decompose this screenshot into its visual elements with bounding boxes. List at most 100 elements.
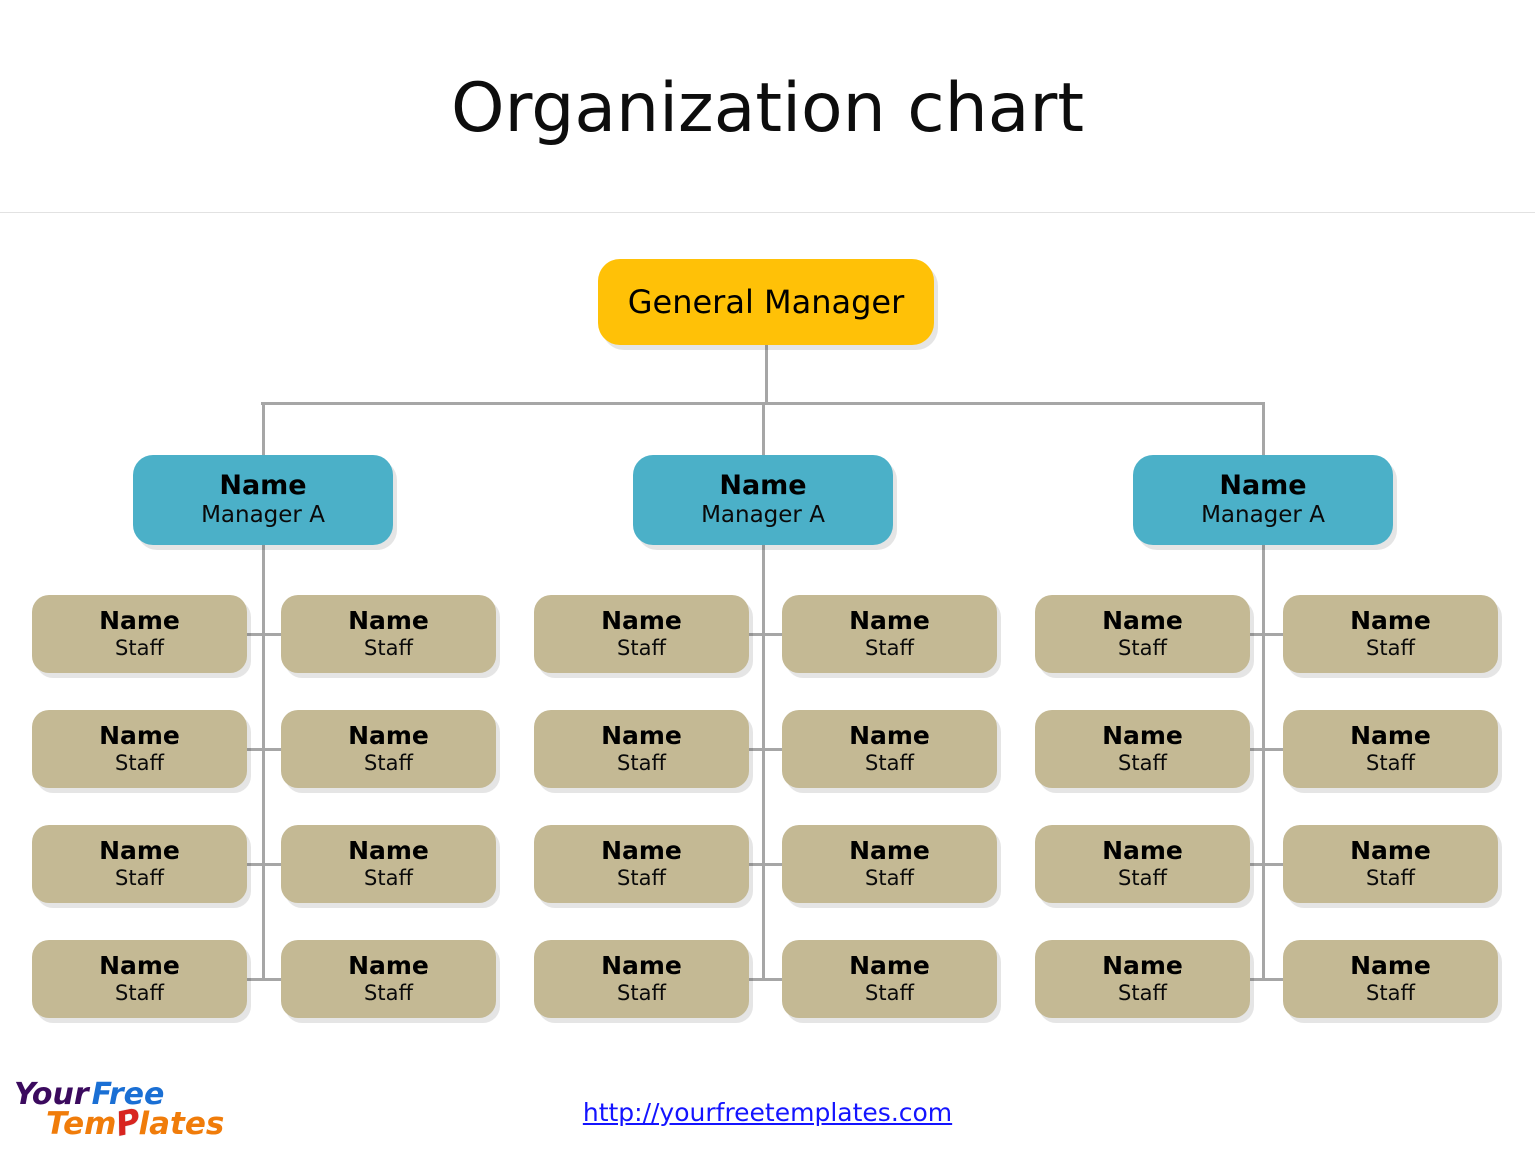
- node-staff-1-2-secondary-label: Staff: [364, 636, 413, 661]
- connector-branch-drop-2: [762, 402, 765, 458]
- node-manager-3-secondary-label: Manager A: [1201, 502, 1325, 529]
- connector-staff-stub-3-3-left: [1250, 863, 1263, 866]
- node-manager-1-secondary-label: Manager A: [201, 502, 325, 529]
- node-staff-2-6-primary-label: Name: [849, 836, 930, 866]
- connector-staff-stub-1-2-left: [247, 748, 263, 751]
- node-staff-3-7-secondary-label: Staff: [1118, 981, 1167, 1006]
- node-manager-2-primary-label: Name: [719, 470, 807, 502]
- node-staff-2-1-secondary-label: Staff: [617, 636, 666, 661]
- node-staff-2-8-secondary-label: Staff: [865, 981, 914, 1006]
- node-staff-1-1-primary-label: Name: [99, 606, 180, 636]
- node-staff-3-3-secondary-label: Staff: [1118, 751, 1167, 776]
- connector-staff-stub-2-4-right: [763, 978, 782, 981]
- node-staff-1-3-secondary-label: Staff: [115, 751, 164, 776]
- node-staff-1-8-secondary-label: Staff: [364, 981, 413, 1006]
- node-staff-2-2-primary-label: Name: [849, 606, 930, 636]
- node-staff-3-2-secondary-label: Staff: [1366, 636, 1415, 661]
- node-staff-3-8-primary-label: Name: [1350, 951, 1431, 981]
- node-staff-3-5-secondary-label: Staff: [1118, 866, 1167, 891]
- title-divider: [0, 212, 1535, 213]
- node-staff-1-3-primary-label: Name: [99, 721, 180, 751]
- connector-staff-stub-1-4-left: [247, 978, 263, 981]
- connector-staff-stub-3-2-right: [1263, 748, 1283, 751]
- connector-staff-stub-2-2-left: [749, 748, 763, 751]
- node-staff-2-6-secondary-label: Staff: [865, 866, 914, 891]
- node-staff-3-5-primary-label: Name: [1102, 836, 1183, 866]
- node-manager-3-primary-label: Name: [1219, 470, 1307, 502]
- connector-staff-stub-1-3-left: [247, 863, 263, 866]
- node-staff-1-6-secondary-label: Staff: [364, 866, 413, 891]
- node-staff-3-1-secondary-label: Staff: [1118, 636, 1167, 661]
- connector-staff-stub-2-4-left: [749, 978, 763, 981]
- node-staff-1-4-primary-label: Name: [348, 721, 429, 751]
- node-staff-2-8-primary-label: Name: [849, 951, 930, 981]
- logo-word-your: Your: [14, 1077, 89, 1112]
- connector-staff-stub-3-4-left: [1250, 978, 1263, 981]
- connector-staff-stub-2-1-right: [763, 633, 782, 636]
- connector-staff-stub-1-1-left: [247, 633, 263, 636]
- site-url-link[interactable]: http://yourfreetemplates.com: [582, 1098, 953, 1127]
- node-general-manager[interactable]: General Manager: [598, 259, 934, 345]
- node-staff-2-5-primary-label: Name: [601, 836, 682, 866]
- node-general-manager-primary-label: General Manager: [627, 282, 905, 321]
- node-staff-1-5-secondary-label: Staff: [115, 866, 164, 891]
- node-staff-1-6-primary-label: Name: [348, 836, 429, 866]
- node-manager-2-secondary-label: Manager A: [701, 502, 825, 529]
- node-staff-2-7-secondary-label: Staff: [617, 981, 666, 1006]
- node-staff-1-7-secondary-label: Staff: [115, 981, 164, 1006]
- connector-branch-drop-1: [262, 402, 265, 458]
- node-staff-3-4-primary-label: Name: [1350, 721, 1431, 751]
- node-staff-3-6-secondary-label: Staff: [1366, 866, 1415, 891]
- connector-staff-stub-3-1-left: [1250, 633, 1263, 636]
- connector-staff-stub-2-1-left: [749, 633, 763, 636]
- node-staff-3-8-secondary-label: Staff: [1366, 981, 1415, 1006]
- connector-staff-stub-3-2-left: [1250, 748, 1263, 751]
- logo-word-free: Free: [91, 1077, 165, 1112]
- connector-gm-stem: [765, 345, 768, 405]
- node-staff-3-3-primary-label: Name: [1102, 721, 1183, 751]
- node-staff-1-4-secondary-label: Staff: [364, 751, 413, 776]
- node-staff-2-7-primary-label: Name: [601, 951, 682, 981]
- connector-staff-trunk-1: [262, 545, 265, 981]
- node-staff-2-3-secondary-label: Staff: [617, 751, 666, 776]
- connector-staff-stub-1-3-right: [263, 863, 281, 866]
- node-staff-2-4-secondary-label: Staff: [865, 751, 914, 776]
- logo-word-tem: Tem: [46, 1106, 117, 1142]
- node-staff-2-3-primary-label: Name: [601, 721, 682, 751]
- connector-staff-stub-3-1-right: [1263, 633, 1283, 636]
- node-staff-2-1-primary-label: Name: [601, 606, 682, 636]
- node-staff-2-5-secondary-label: Staff: [617, 866, 666, 891]
- node-staff-2-2-secondary-label: Staff: [865, 636, 914, 661]
- connector-staff-stub-1-2-right: [263, 748, 281, 751]
